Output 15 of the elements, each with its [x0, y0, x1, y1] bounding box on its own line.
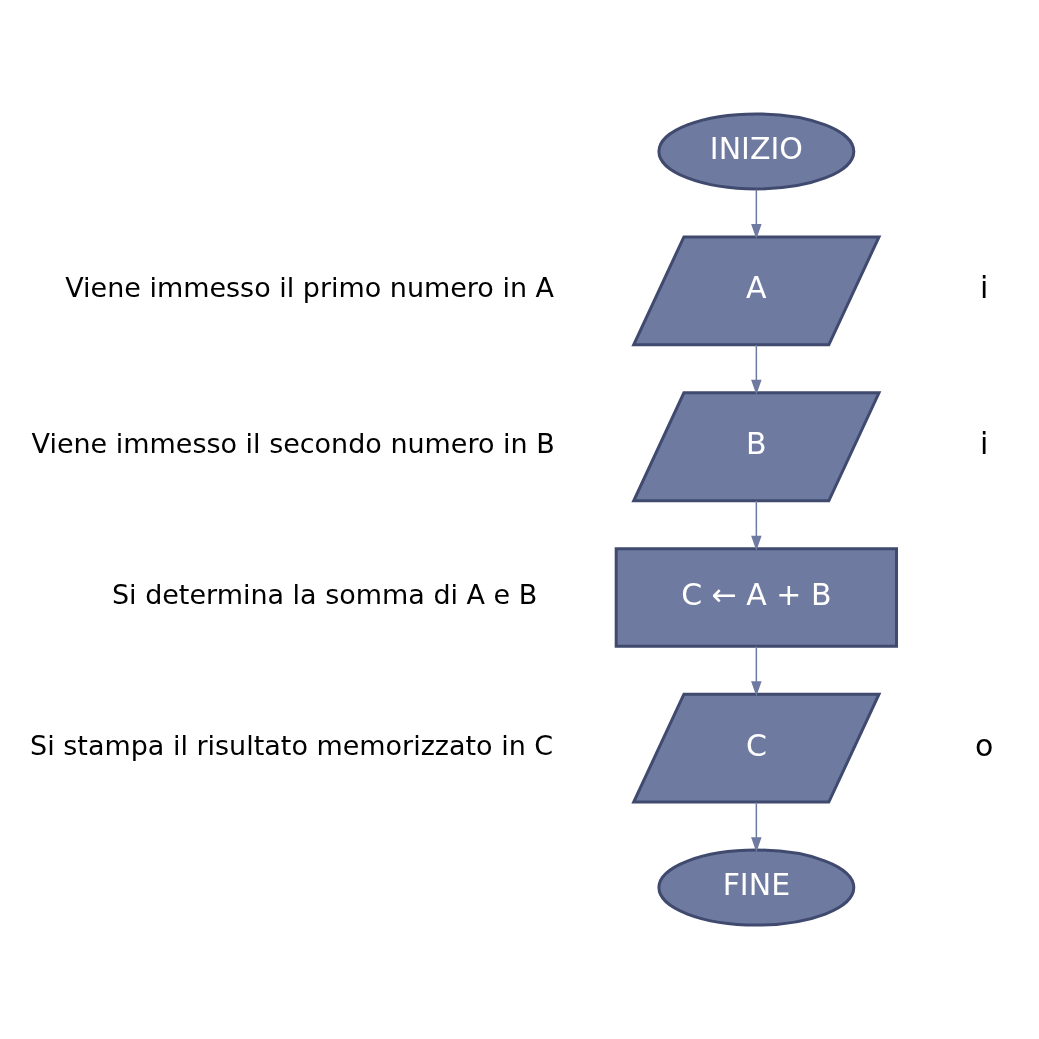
node-ellipse: FINE — [657, 848, 856, 927]
label: Si stampa il risultato memorizzato in C — [30, 729, 554, 761]
label: Viene immesso il primo numero in A — [65, 272, 555, 304]
label: Viene immesso il secondo numero in B — [31, 428, 555, 460]
node-label: i — [980, 270, 989, 306]
arrow — [751, 344, 762, 395]
node-ellipse: INIZIO — [657, 112, 856, 191]
arrow — [751, 801, 762, 853]
arrow — [751, 500, 762, 551]
node-label: i — [980, 426, 989, 462]
node-label: o — [975, 727, 994, 763]
node-box: C ← A + B — [614, 547, 898, 648]
arrow — [751, 645, 762, 697]
label: Si determina la somma di A e B — [111, 579, 538, 611]
arrow — [751, 188, 762, 240]
